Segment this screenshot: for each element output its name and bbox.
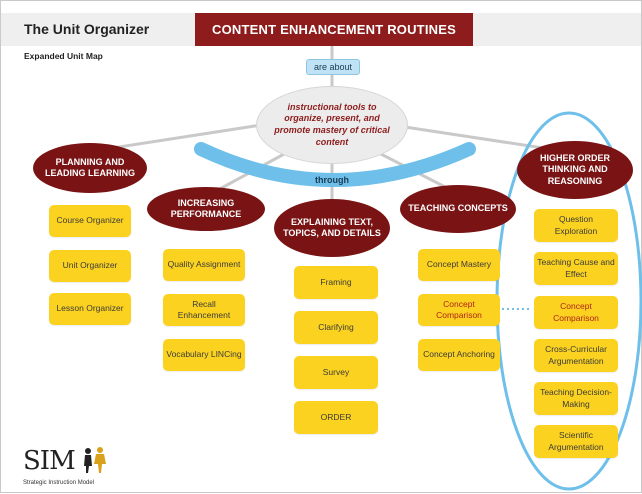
- routine-unit-organizer: Unit Organizer: [49, 250, 131, 282]
- routine-framing: Framing: [294, 266, 378, 299]
- category-teaching-concepts: TEACHING CONCEPTS: [400, 185, 516, 233]
- routine-clarifying: Clarifying: [294, 311, 378, 344]
- routine-course-organizer: Course Organizer: [49, 205, 131, 237]
- people-icon: [84, 447, 107, 473]
- routine-concept-comparison: Concept Comparison: [418, 294, 500, 326]
- routine-concept-anchoring: Concept Anchoring: [418, 339, 500, 371]
- routine-cross-curricular-argumentation: Cross-Curricular Argumentation: [534, 339, 618, 372]
- routine-question-exploration: Question Exploration: [534, 209, 618, 242]
- category-explaining-text-topics-details: EXPLAINING TEXT, TOPICS, AND DETAILS: [274, 199, 390, 257]
- header-banner: CONTENT ENHANCEMENT ROUTINES: [195, 13, 473, 46]
- routine-teaching-decision-making: Teaching Decision-Making: [534, 382, 618, 415]
- page-title: The Unit Organizer: [24, 21, 150, 37]
- sim-logo-subtitle: Strategic Instruction Model: [23, 480, 95, 486]
- routine-teaching-cause-and-effect: Teaching Cause and Effect: [534, 252, 618, 285]
- routine-quality-assignment: Quality Assignment: [163, 249, 245, 281]
- routine-scientific-argumentation: Scientific Argumentation: [534, 425, 618, 458]
- sim-logo: SIM: [23, 446, 108, 476]
- connector-label-are-about: are about: [306, 59, 360, 75]
- category-increasing-performance: INCREASING PERFORMANCE: [147, 187, 265, 231]
- routine-vocabulary-lincing: Vocabulary LINCing: [163, 339, 245, 371]
- center-concept: instructional tools to organize, present…: [256, 86, 408, 164]
- sim-logo-text: SIM: [23, 446, 76, 476]
- routine-recall-enhancement: Recall Enhancement: [163, 294, 245, 326]
- routine-concept-mastery: Concept Mastery: [418, 249, 500, 281]
- page-subtitle: Expanded Unit Map: [24, 51, 103, 61]
- category-planning-and-leading-learning: PLANNING AND LEADING LEARNING: [33, 143, 147, 193]
- category-higher-order-thinking-reasoning: HIGHER ORDER THINKING AND REASONING: [517, 141, 633, 199]
- connector-label-through: through: [315, 175, 349, 185]
- routine-lesson-organizer: Lesson Organizer: [49, 293, 131, 325]
- routine-survey: Survey: [294, 356, 378, 389]
- routine-order: ORDER: [294, 401, 378, 434]
- routine-concept-comparison-hot: Concept Comparison: [534, 296, 618, 329]
